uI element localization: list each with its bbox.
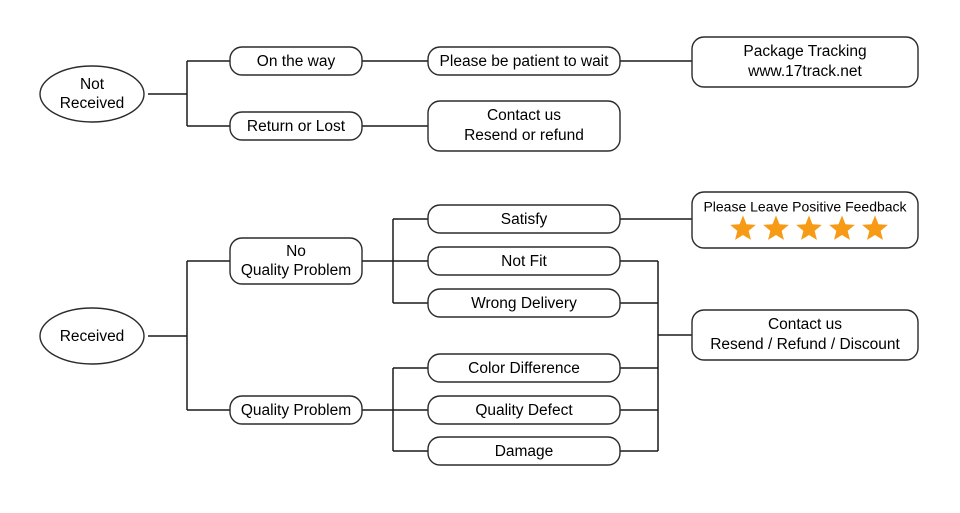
node-color-difference[interactable] [427,353,621,383]
node-quality-defect-label: Quality Defect [475,402,573,419]
node-not-fit[interactable] [427,246,621,276]
node-contact-us-resend-refund-discount[interactable] [691,309,919,361]
node-on-the-way-label: On the way [257,53,336,70]
node-package-tracking-url: www.17track.net [747,63,862,80]
node-received[interactable] [39,307,145,365]
node-return-or-lost-label: Return or Lost [247,118,346,135]
node-wrong-delivery[interactable] [427,288,621,318]
node-color-difference-label: Color Difference [468,360,580,377]
node-please-be-patient-label: Please be patient to wait [440,53,610,70]
node-received-label: Received [60,328,125,345]
node-contact-us-resend-refund-line1: Contact us [487,107,561,124]
node-not-fit-label: Not Fit [501,253,547,270]
node-contact-us-resend-refund[interactable] [427,100,621,152]
node-no-quality-problem-line2: Quality Problem [241,262,351,279]
node-quality-problem-label: Quality Problem [241,402,351,419]
node-on-the-way[interactable] [229,46,363,76]
node-return-or-lost[interactable] [229,111,363,141]
node-not-received-label-line2: Received [60,95,125,112]
node-package-tracking-line1: Package Tracking [743,43,866,60]
node-not-received[interactable] [39,65,145,123]
node-package-tracking[interactable] [691,36,919,88]
node-wrong-delivery-label: Wrong Delivery [471,295,577,312]
node-contact-us-discount-line1: Contact us [768,316,842,333]
node-quality-defect[interactable] [427,395,621,425]
node-satisfy-label: Satisfy [501,211,548,228]
node-damage[interactable] [427,436,621,466]
node-contact-us-resend-refund-line2: Resend or refund [464,127,584,144]
node-no-quality-problem[interactable] [229,237,363,285]
node-satisfy[interactable] [427,204,621,234]
node-contact-us-discount-line2: Resend / Refund / Discount [710,336,900,353]
node-positive-feedback-label: Please Leave Positive Feedback [703,199,907,215]
node-no-quality-problem-line1: No [286,243,306,260]
node-please-be-patient[interactable] [427,46,621,76]
node-not-received-label-line1: Not [80,76,105,93]
node-quality-problem[interactable] [229,395,363,425]
node-damage-label: Damage [495,443,554,460]
